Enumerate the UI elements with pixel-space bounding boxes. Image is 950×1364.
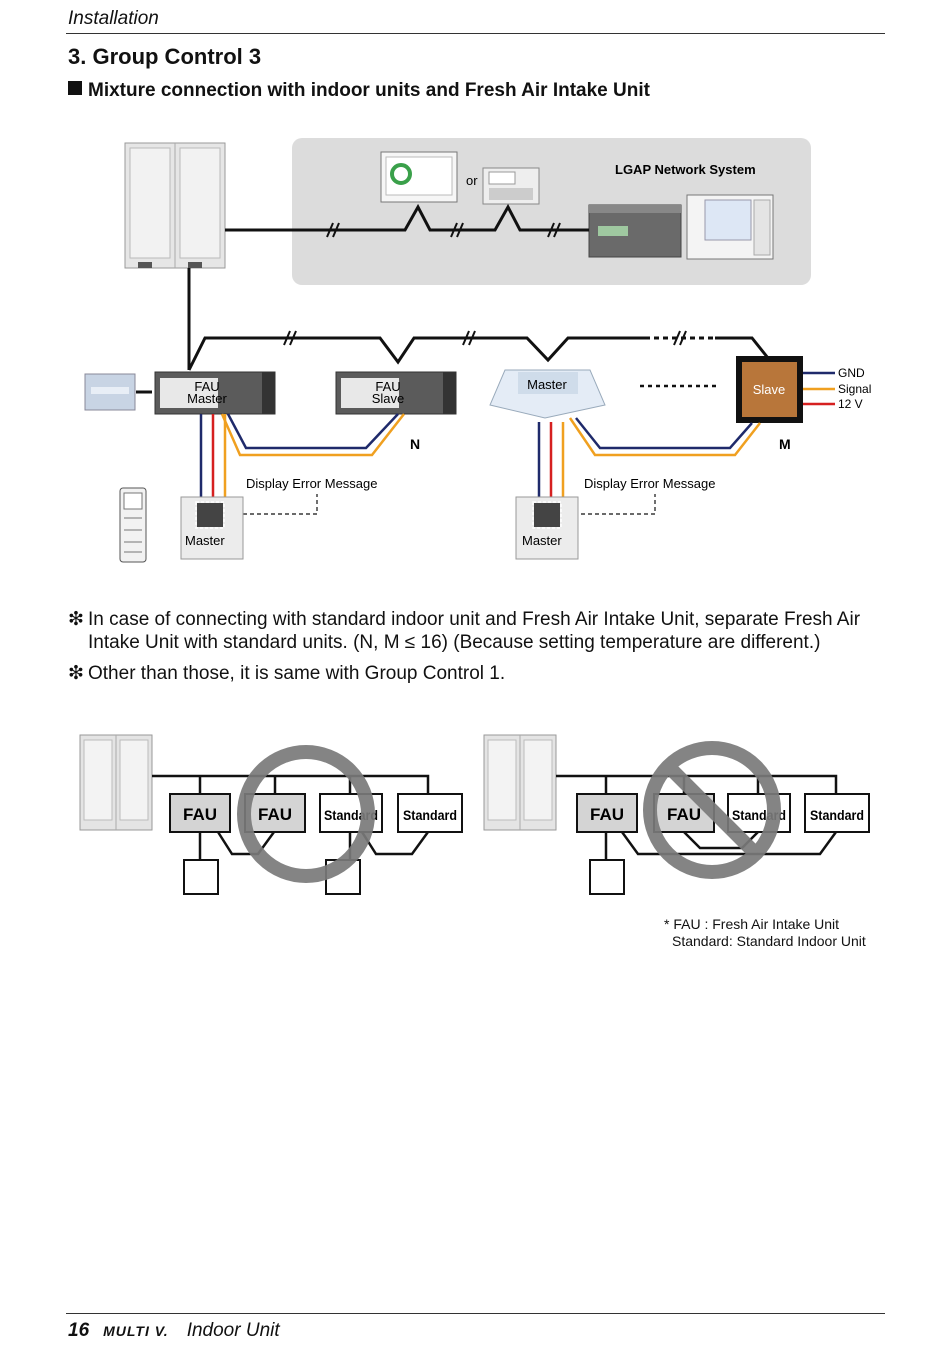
- remote-master-label-1: Master: [185, 533, 225, 548]
- wire-gnd-label: GND: [838, 366, 865, 380]
- fau-label: FAU: [258, 805, 292, 824]
- note-2: ❇Other than those, it is same with Group…: [68, 662, 868, 685]
- fau-label: FAU: [590, 805, 624, 824]
- fau-slave-label-bottom: Slave: [372, 391, 405, 406]
- fau-box: [576, 793, 638, 833]
- legend-line-1: * FAU : Fresh Air Intake Unit: [664, 916, 840, 932]
- comparison-diagrams: FAU FAU Standard Standard FAU FAU S: [79, 734, 870, 895]
- cassette-unit: [489, 369, 606, 419]
- fau-label: FAU: [183, 805, 217, 824]
- wired-remote-1: [180, 496, 244, 560]
- standard-label: Standard: [810, 807, 864, 823]
- ok-circle-icon: [237, 745, 375, 883]
- subtitle-text: Mixture connection with indoor units and…: [88, 80, 650, 101]
- outdoor-unit-small: [483, 734, 557, 831]
- standard-box: [804, 793, 870, 833]
- standard-box: [397, 793, 463, 833]
- legend-note: * FAU : Fresh Air Intake Unit Standard: …: [664, 916, 866, 950]
- remote-box: [589, 859, 625, 895]
- fau-label: FAU: [667, 805, 701, 824]
- note-1: ❇In case of connecting with standard ind…: [68, 608, 868, 654]
- comparison-left: FAU FAU Standard Standard: [79, 734, 463, 895]
- section-subtitle: Mixture connection with indoor units and…: [68, 80, 650, 102]
- note-2-line1: Other than those, it is same with Group …: [88, 663, 506, 684]
- note-1-line2: Intake Unit with standard units. (N, M ≤…: [88, 632, 821, 653]
- fau-master-label-bottom: Master: [187, 391, 227, 406]
- display-error-label-1: Display Error Message: [246, 476, 378, 491]
- cassette-master-label: Master: [527, 377, 567, 392]
- square-bullet-icon: [68, 81, 82, 95]
- brand-logo: MULTI V.: [103, 1323, 169, 1339]
- page-number: 16: [68, 1320, 90, 1341]
- note-mark-icon: ❇: [68, 609, 84, 630]
- central-controller-icon: [482, 167, 540, 205]
- page-footer: 16 MULTI V. Indoor Unit: [68, 1320, 280, 1342]
- remote-box: [183, 859, 219, 895]
- legend-line-2: Standard: Standard Indoor Unit: [672, 933, 866, 949]
- wired-adapter-icon: [84, 373, 136, 411]
- header-rule: [66, 33, 885, 34]
- lgap-label: LGAP Network System: [615, 162, 756, 177]
- fau-slave-unit: [335, 371, 457, 415]
- section-title: 3. Group Control 3: [68, 44, 262, 69]
- comparison-right: FAU FAU Standard Standard: [483, 734, 870, 895]
- fau-slave-label-top: FAU: [375, 379, 400, 394]
- fau-box: [169, 793, 231, 833]
- footer-doc-title: Indoor Unit: [186, 1320, 280, 1341]
- display-error-label-2: Display Error Message: [584, 476, 716, 491]
- wiring-diagram: LGAP Network System or: [84, 138, 871, 563]
- wired-remote-2: [515, 496, 579, 560]
- wireless-remote-icon: [119, 487, 147, 563]
- slave-unit: [736, 356, 803, 423]
- n-label: N: [410, 436, 420, 452]
- running-header: Installation: [68, 8, 159, 29]
- slave-label: Slave: [753, 382, 786, 397]
- outdoor-unit-small: [79, 734, 153, 831]
- acp-controller-icon: [588, 204, 682, 258]
- remote-master-label-2: Master: [522, 533, 562, 548]
- wire-12v-label: 12 V: [838, 397, 863, 411]
- prohibited-icon: [643, 741, 781, 879]
- m-label: M: [779, 436, 791, 452]
- or-label: or: [466, 173, 478, 188]
- note-mark-icon: ❇: [68, 663, 84, 684]
- wire-signal-label: Signal: [838, 382, 871, 396]
- fau-master-label-top: FAU: [194, 379, 219, 394]
- note-1-line1: In case of connecting with standard indo…: [88, 609, 861, 630]
- outdoor-unit: [124, 142, 226, 269]
- footer-rule: [66, 1313, 885, 1314]
- fau-master-unit: [154, 371, 276, 415]
- pc-screen-icon: [686, 194, 774, 260]
- standard-label: Standard: [403, 807, 457, 823]
- touch-controller-icon: [380, 151, 458, 203]
